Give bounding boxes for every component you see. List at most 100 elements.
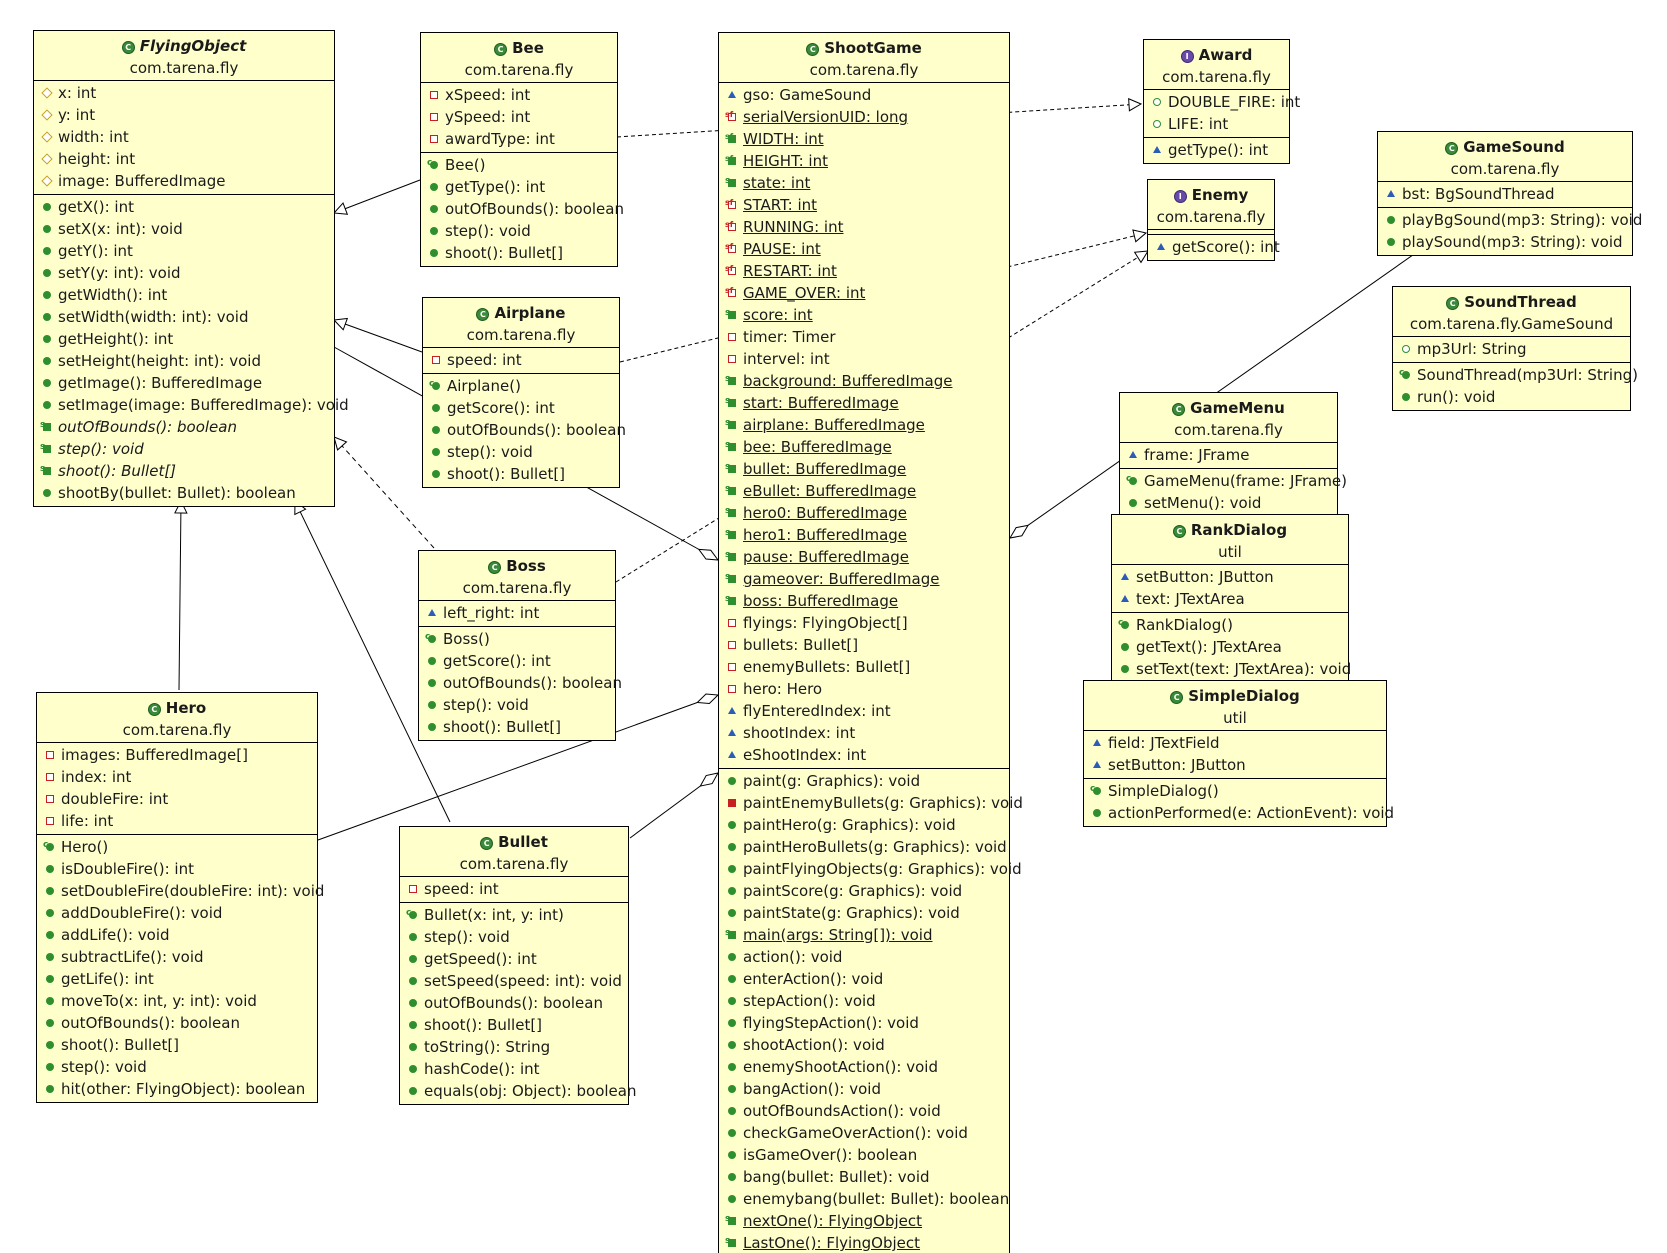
operation-row[interactable]: step(): void [421,220,617,242]
attribute-row[interactable]: eBullet: BufferedImage [719,478,1009,502]
operation-row[interactable]: step(): void [419,694,615,716]
attribute-row[interactable]: gso: GameSound [719,84,1009,106]
attribute-row[interactable]: WIDTH: int [719,126,1009,150]
operation-row[interactable]: RankDialog() [1112,612,1348,636]
operation-row[interactable]: playBgSound(mp3: String): void [1378,209,1642,231]
attribute-row[interactable]: setButton: JButton [1084,754,1386,776]
operation-row[interactable]: hashCode(): int [400,1058,628,1080]
attribute-row[interactable]: bst: BgSoundThread [1378,183,1632,205]
operation-row[interactable]: toString(): String [400,1036,628,1058]
attribute-row[interactable]: index: int [37,766,317,788]
attribute-row[interactable]: ySpeed: int [421,106,617,128]
operation-row[interactable]: getWidth(): int [34,284,334,306]
attribute-row[interactable]: height: int [34,148,334,170]
attribute-row[interactable]: y: int [34,104,334,126]
operation-row[interactable]: LastOne(): FlyingObject [719,1230,1009,1253]
operation-row[interactable]: run(): void [1393,386,1630,408]
operation-row[interactable]: paintScore(g: Graphics): void [719,880,1009,902]
attribute-row[interactable]: bullet: BufferedImage [719,456,1009,480]
attribute-row[interactable]: speed: int [423,349,619,371]
attribute-row[interactable]: HEIGHT: int [719,148,1009,172]
attribute-row[interactable]: DOUBLE_FIRE: int [1144,91,1300,113]
attribute-row[interactable]: RESTART: int [719,258,1009,282]
operation-row[interactable]: getType(): int [421,176,617,198]
attribute-row[interactable]: pause: BufferedImage [719,544,1009,568]
operation-row[interactable]: step(): void [400,926,628,948]
attribute-row[interactable]: eShootIndex: int [719,744,1009,766]
operation-row[interactable]: addLife(): void [37,924,317,946]
attribute-row[interactable]: images: BufferedImage[] [37,744,317,766]
attribute-row[interactable]: serialVersionUID: long [719,104,1009,128]
operation-row[interactable]: shoot(): Bullet[] [421,242,617,264]
operation-row[interactable]: Bee() [421,152,617,176]
attribute-row[interactable]: GAME_OVER: int [719,280,1009,304]
operation-row[interactable]: playSound(mp3: String): void [1378,231,1632,253]
attribute-row[interactable]: flyings: FlyingObject[] [719,612,1009,634]
operation-row[interactable]: getHeight(): int [34,328,334,350]
attribute-row[interactable]: LIFE: int [1144,113,1289,135]
operation-row[interactable]: paintHeroBullets(g: Graphics): void [719,836,1009,858]
operation-row[interactable]: outOfBounds(): boolean [400,992,628,1014]
operation-row[interactable]: checkGameOverAction(): void [719,1122,1009,1144]
operation-row[interactable]: getSpeed(): int [400,948,628,970]
attribute-row[interactable]: text: JTextArea [1112,588,1348,610]
operation-row[interactable]: enterAction(): void [719,968,1009,990]
operation-row[interactable]: getImage(): BufferedImage [34,372,334,394]
operation-row[interactable]: setY(y: int): void [34,262,334,284]
attribute-row[interactable]: width: int [34,126,334,148]
attribute-row[interactable]: hero1: BufferedImage [719,522,1009,546]
attribute-row[interactable]: bee: BufferedImage [719,434,1009,458]
operation-row[interactable]: Boss() [419,626,615,650]
operation-row[interactable]: GameMenu(frame: JFrame) [1120,468,1347,492]
operation-row[interactable]: getScore(): int [1148,236,1280,258]
operation-row[interactable]: stepAction(): void [719,990,1009,1012]
operation-row[interactable]: isDoubleFire(): int [37,858,317,880]
operation-row[interactable]: setDoubleFire(doubleFire: int): void [37,880,324,902]
attribute-row[interactable]: setButton: JButton [1112,566,1348,588]
operation-row[interactable]: paintFlyingObjects(g: Graphics): void [719,858,1022,880]
attribute-row[interactable]: score: int [719,302,1009,326]
attribute-row[interactable]: left_right: int [419,602,615,624]
operation-row[interactable]: flyingStepAction(): void [719,1012,1009,1034]
operation-row[interactable]: bang(bullet: Bullet): void [719,1166,1009,1188]
attribute-row[interactable]: shootIndex: int [719,722,1009,744]
operation-row[interactable]: shootAction(): void [719,1034,1009,1056]
operation-row[interactable]: SoundThread(mp3Url: String) [1393,362,1638,386]
operation-row[interactable]: paint(g: Graphics): void [719,770,1009,792]
operation-row[interactable]: shootBy(bullet: Bullet): boolean [34,482,334,504]
attribute-row[interactable]: frame: JFrame [1120,444,1337,466]
operation-row[interactable]: Airplane() [423,373,619,397]
attribute-row[interactable]: flyEnteredIndex: int [719,700,1009,722]
operation-row[interactable]: subtractLife(): void [37,946,317,968]
operation-row[interactable]: getScore(): int [419,650,615,672]
attribute-row[interactable]: boss: BufferedImage [719,588,1009,612]
operation-row[interactable]: step(): void [423,441,619,463]
attribute-row[interactable]: background: BufferedImage [719,368,1009,392]
operation-row[interactable]: getType(): int [1144,139,1289,161]
operation-row[interactable]: outOfBoundsAction(): void [719,1100,1009,1122]
attribute-row[interactable]: field: JTextField [1084,732,1386,754]
attribute-row[interactable]: life: int [37,810,317,832]
operation-row[interactable]: step(): void [37,1056,317,1078]
operation-row[interactable]: shoot(): Bullet[] [423,463,619,485]
operation-row[interactable]: Hero() [37,834,317,858]
operation-row[interactable]: moveTo(x: int, y: int): void [37,990,317,1012]
operation-row[interactable]: shoot(): Bullet[] [37,1034,317,1056]
attribute-row[interactable]: START: int [719,192,1009,216]
operation-row[interactable]: setText(text: JTextArea): void [1112,658,1351,680]
operation-row[interactable]: outOfBounds(): boolean [34,414,334,438]
operation-row[interactable]: SimpleDialog() [1084,778,1386,802]
operation-row[interactable]: equals(obj: Object): boolean [400,1080,636,1102]
operation-row[interactable]: setImage(image: BufferedImage): void [34,394,349,416]
attribute-row[interactable]: doubleFire: int [37,788,317,810]
